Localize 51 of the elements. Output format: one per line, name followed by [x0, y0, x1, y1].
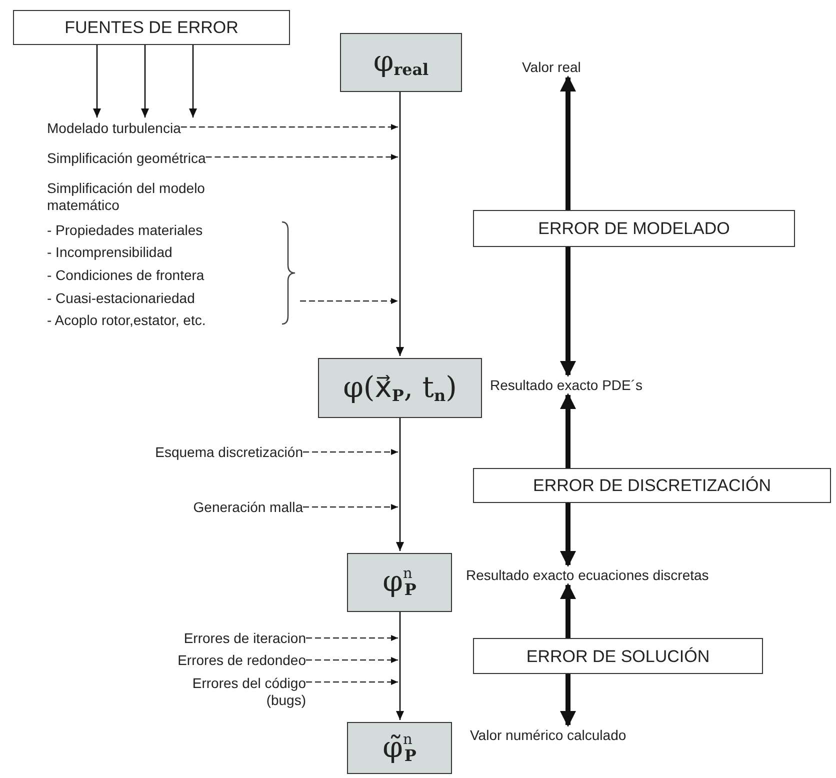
variable-box	[340, 33, 462, 92]
list-item: - Cuasi-estacionariedad	[47, 290, 195, 307]
source-label: Esquema discretización	[155, 444, 303, 460]
arrow	[93, 45, 101, 118]
arrow	[141, 45, 149, 118]
error-span-arrow	[560, 76, 576, 210]
arrow	[396, 418, 404, 551]
error-box	[473, 638, 763, 674]
list-item: - Incomprensibilidad	[47, 244, 172, 261]
arrow	[396, 612, 404, 720]
source-label: Errores de iteracion	[184, 630, 306, 646]
math-symbol: φ(x⃗$_{P}$, t$_{n}$)	[343, 372, 457, 404]
error-span-arrow	[560, 674, 576, 727]
error-box	[473, 210, 795, 247]
box-label: ERROR DE SOLUCIÓN	[526, 648, 710, 664]
variable-box	[318, 358, 482, 418]
error-span-arrow	[560, 247, 576, 377]
list-item: - Condiciones de frontera	[47, 267, 204, 284]
box-label: ERROR DE MODELADO	[538, 220, 730, 237]
source-label: Errores de redondeo	[178, 652, 306, 668]
result-label: Valor numérico calculado	[470, 727, 626, 743]
arrow	[189, 45, 197, 118]
dashed-arrow	[306, 679, 398, 685]
error-span-arrow	[560, 503, 576, 567]
source-label: Valor real	[522, 58, 581, 76]
dashed-arrow	[300, 298, 398, 304]
variable-box	[347, 722, 452, 774]
box-label: ERROR DE DISCRETIZACIÓN	[532, 477, 772, 494]
dashed-arrow	[306, 635, 398, 641]
source-label: Generación malla	[193, 498, 303, 516]
arrow	[396, 92, 404, 356]
error-box	[13, 10, 290, 45]
error-span-arrow	[560, 393, 576, 468]
variable-box	[347, 553, 452, 612]
error-span-arrow	[560, 583, 576, 638]
dashed-arrow	[205, 154, 398, 160]
math-symbol: φ$_{real}$	[373, 47, 429, 78]
dashed-arrow	[180, 124, 398, 130]
result-label: Resultado exacto PDE´s	[490, 377, 643, 393]
source-label: Simplificación geométrica	[47, 150, 206, 166]
list-item: - Propiedades materiales	[47, 222, 203, 239]
source-label: Errores del código (bugs)	[191, 675, 306, 709]
source-label: Modelado turbulencia	[47, 120, 181, 136]
list-item: - Acoplo rotor,estator, etc.	[47, 312, 206, 329]
dashed-arrow	[302, 449, 398, 455]
error-box	[473, 468, 831, 503]
dashed-arrow	[306, 657, 398, 663]
box-label: FUENTES DE ERROR	[64, 19, 238, 36]
source-heading: Simplificación del modelo matemático	[47, 180, 206, 214]
result-label: Resultado exacto ecuaciones discretas	[466, 567, 709, 583]
dashed-arrow	[302, 504, 398, 510]
